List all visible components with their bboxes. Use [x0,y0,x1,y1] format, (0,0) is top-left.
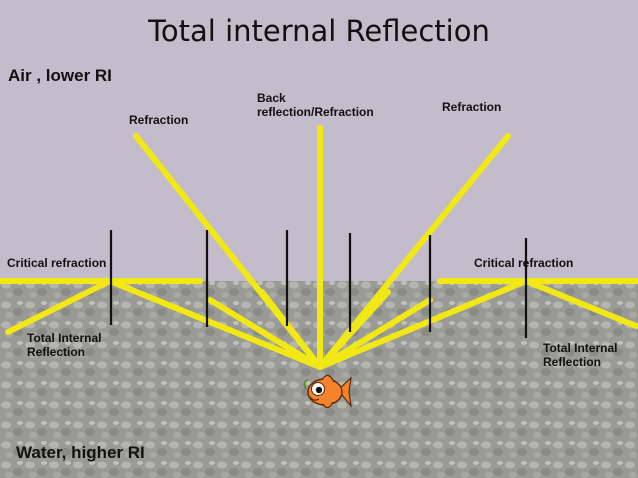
label-critical-refraction-right: Critical refraction [474,256,574,270]
ray-mid-left-2 [207,297,323,370]
label-refraction-left: Refraction [129,113,189,127]
ray-mid-left [259,289,323,370]
slide-title: Total internal Reflection [148,14,490,48]
ray-incident-critical-left [107,278,323,370]
ray-incident-critical-right [317,278,529,370]
ray-mid-right-2 [317,297,433,370]
label-critical-refraction-left: Critical refraction [7,256,107,270]
air-medium-label: Air , lower RI [8,66,112,85]
ray-tir-left [5,278,113,335]
label-back-reflection: Back reflection/Refraction [257,91,374,119]
water-medium-label: Water, higher RI [16,443,145,462]
label-total-internal-reflection-left: Total Internal Reflection [27,331,102,359]
ray-tir-right [523,278,638,329]
label-total-internal-reflection-right: Total Internal Reflection [543,341,618,369]
label-refraction-right: Refraction [442,100,502,114]
light-rays [0,125,638,370]
ray-mid-right [317,289,391,370]
normal-lines [109,230,528,338]
fish-icon [303,374,352,409]
